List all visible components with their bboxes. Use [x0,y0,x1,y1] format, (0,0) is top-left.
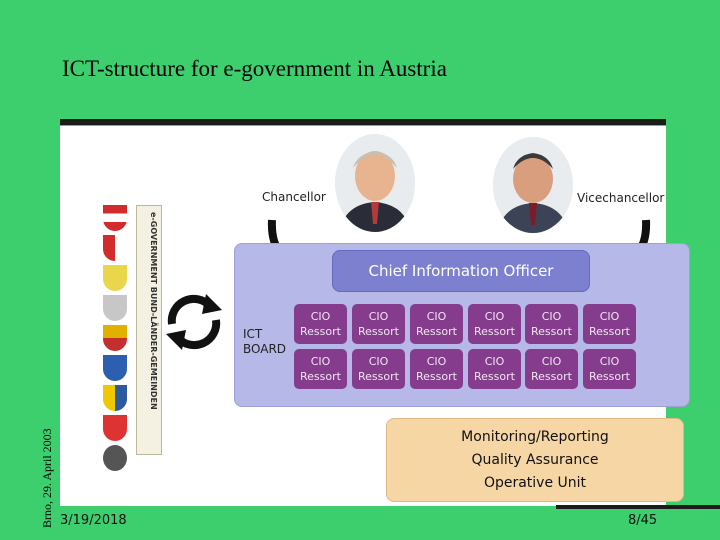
crest-icon [103,265,127,291]
vicechancellor-portrait [493,137,573,233]
egov-logo [136,205,162,455]
crest-icon [103,235,127,261]
crest-icon [103,385,127,411]
monitoring-box: Monitoring/Reporting Quality Assurance O… [386,418,684,502]
operative-line: Operative Unit [483,474,587,491]
crest-column [97,205,133,485]
cio-label: Chief Information Officer [368,262,554,280]
title-divider [60,119,666,125]
page-number: 8/45 [628,513,658,528]
crest-icon [103,415,127,441]
slide-side-band [0,0,60,540]
crest-icon [103,205,127,231]
footer-divider [556,505,720,509]
crest-icon [103,295,127,321]
slide-title: ICT-structure for e-government in Austri… [62,56,447,81]
cycle-arrows-icon [166,294,222,350]
chancellor-label: Chancellor [262,190,326,204]
ict-board-line: ICT [243,327,263,341]
slide-header-area [60,18,720,123]
monitoring-line: Monitoring/Reporting [461,428,609,445]
footer-date: 3/19/2018 [60,513,127,528]
crest-icon [103,325,127,351]
egov-logo-text: e-GOVERNMENT BUND-LÄNDER-GEMEINDEN [149,212,158,410]
slide-side-text: Brno, 29. April 2003 [40,428,54,528]
ict-board-line: BOARD [243,342,287,356]
quality-line: Quality Assurance [471,451,599,468]
chancellor-portrait [335,134,415,232]
vicechancellor-label: Vicechancellor [577,191,665,205]
crest-icon [103,355,127,381]
ict-board-label: ICT BOARD [243,327,286,357]
eagle-crest-icon [103,445,127,471]
chief-information-officer-box: Chief Information Officer [332,250,590,292]
